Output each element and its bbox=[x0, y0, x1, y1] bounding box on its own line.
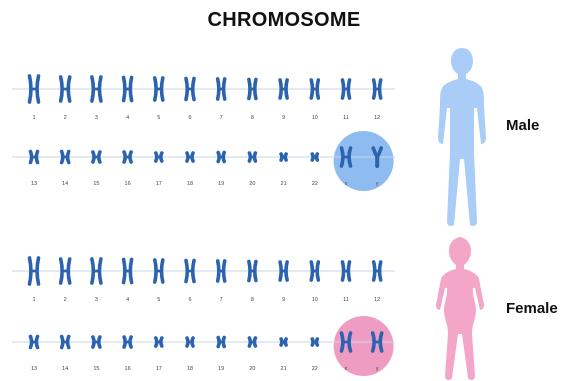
male-chromosome-21 bbox=[281, 154, 286, 160]
male-label-16: 16 bbox=[125, 181, 131, 187]
male-chromosome-12 bbox=[374, 80, 381, 98]
male-chromosome-3 bbox=[92, 77, 101, 101]
female-label-12: 12 bbox=[374, 297, 380, 303]
male-label-21: 21 bbox=[281, 181, 287, 187]
male-chromosome-1 bbox=[30, 76, 39, 102]
male-chromosome-15 bbox=[93, 152, 100, 162]
female-chromosome-10 bbox=[311, 262, 318, 280]
male-chromosome-8 bbox=[249, 80, 256, 99]
female-label-18: 18 bbox=[187, 366, 193, 372]
female-figure-icon bbox=[436, 237, 484, 380]
female-chromosome-13 bbox=[31, 337, 38, 348]
female-label-5: 5 bbox=[157, 297, 160, 303]
male-label-y: y bbox=[376, 181, 379, 187]
male-chromosome-22 bbox=[312, 154, 317, 160]
female-label-7: 7 bbox=[220, 297, 223, 303]
female-chromosome-6 bbox=[186, 261, 194, 282]
female-chromosome-9 bbox=[280, 262, 287, 280]
male-label-3: 3 bbox=[95, 115, 98, 121]
female-label-9: 9 bbox=[282, 297, 285, 303]
male-chromosome-10 bbox=[311, 80, 318, 98]
female-chromosome-7 bbox=[218, 261, 225, 281]
female-label-14: 14 bbox=[62, 366, 68, 372]
female-chromosome-18 bbox=[187, 338, 193, 346]
male-label-x: x bbox=[345, 181, 348, 187]
male-figure-icon bbox=[438, 48, 486, 226]
male-label: Male bbox=[506, 117, 539, 134]
male-chromosome-7 bbox=[218, 79, 225, 99]
female-chromosome-19 bbox=[218, 338, 224, 347]
male-label-9: 9 bbox=[282, 115, 285, 121]
female-label-3: 3 bbox=[95, 297, 98, 303]
male-chromosome-11 bbox=[343, 80, 350, 98]
female-chromosome-14 bbox=[62, 337, 69, 348]
female-chromosome-4 bbox=[124, 260, 132, 283]
male-label-19: 19 bbox=[218, 181, 224, 187]
male-label-6: 6 bbox=[188, 115, 191, 121]
male-chromosome-20 bbox=[249, 153, 255, 161]
male-label-20: 20 bbox=[249, 181, 255, 187]
female-chromosome-16 bbox=[124, 337, 131, 347]
female-label-20: 20 bbox=[249, 366, 255, 372]
female-label-22: 22 bbox=[312, 366, 318, 372]
male-label-2: 2 bbox=[64, 115, 67, 121]
male-chromosome-19 bbox=[218, 153, 224, 162]
female-chromosome-12 bbox=[374, 262, 381, 280]
female-label-21: 21 bbox=[281, 366, 287, 372]
male-chromosome-14 bbox=[62, 152, 69, 163]
female-label-6: 6 bbox=[188, 297, 191, 303]
male-label-5: 5 bbox=[157, 115, 160, 121]
male-chromosome-16 bbox=[124, 152, 131, 162]
female-label-y: y bbox=[376, 366, 379, 372]
female-chromosome-11 bbox=[343, 262, 350, 280]
female-label-4: 4 bbox=[126, 297, 129, 303]
male-label-12: 12 bbox=[374, 115, 380, 121]
female-chromosome-17 bbox=[156, 338, 162, 346]
female-chromosome-20 bbox=[249, 338, 255, 346]
male-label-8: 8 bbox=[251, 115, 254, 121]
male-chromosome-6 bbox=[186, 79, 194, 100]
male-chromosome-2 bbox=[61, 77, 70, 101]
female-chromosome-1 bbox=[30, 258, 39, 284]
male-label-1: 1 bbox=[32, 115, 35, 121]
male-label-18: 18 bbox=[187, 181, 193, 187]
female-label-11: 11 bbox=[343, 297, 349, 303]
male-chromosome-9 bbox=[280, 80, 287, 98]
female-label-1: 1 bbox=[32, 297, 35, 303]
female-label-16: 16 bbox=[125, 366, 131, 372]
male-label-11: 11 bbox=[343, 115, 349, 121]
male-label-7: 7 bbox=[220, 115, 223, 121]
male-label-17: 17 bbox=[156, 181, 162, 187]
male-chromosome-5 bbox=[155, 78, 163, 100]
female-chromosome-5 bbox=[155, 260, 163, 282]
female-label-10: 10 bbox=[312, 297, 318, 303]
male-label-14: 14 bbox=[62, 181, 68, 187]
male-label-15: 15 bbox=[93, 181, 99, 187]
male-label-13: 13 bbox=[31, 181, 37, 187]
female-chromosome-3 bbox=[92, 259, 101, 283]
female-chromosome-22 bbox=[312, 339, 317, 345]
male-chromosome-18 bbox=[187, 153, 193, 161]
female-chromosome-2 bbox=[61, 259, 70, 283]
female-label-15: 15 bbox=[93, 366, 99, 372]
male-label-22: 22 bbox=[312, 181, 318, 187]
female-label-x: x bbox=[345, 366, 348, 372]
male-chromosome-4 bbox=[124, 78, 132, 101]
female-label: Female bbox=[506, 300, 558, 317]
male-label-4: 4 bbox=[126, 115, 129, 121]
male-chromosome-13 bbox=[31, 152, 38, 163]
female-chromosome-15 bbox=[93, 337, 100, 347]
female-label-17: 17 bbox=[156, 366, 162, 372]
female-label-2: 2 bbox=[64, 297, 67, 303]
female-label-13: 13 bbox=[31, 366, 37, 372]
female-label-19: 19 bbox=[218, 366, 224, 372]
male-label-10: 10 bbox=[312, 115, 318, 121]
male-chromosome-17 bbox=[156, 153, 162, 161]
female-label-8: 8 bbox=[251, 297, 254, 303]
female-chromosome-8 bbox=[249, 262, 256, 281]
female-chromosome-21 bbox=[281, 339, 286, 345]
